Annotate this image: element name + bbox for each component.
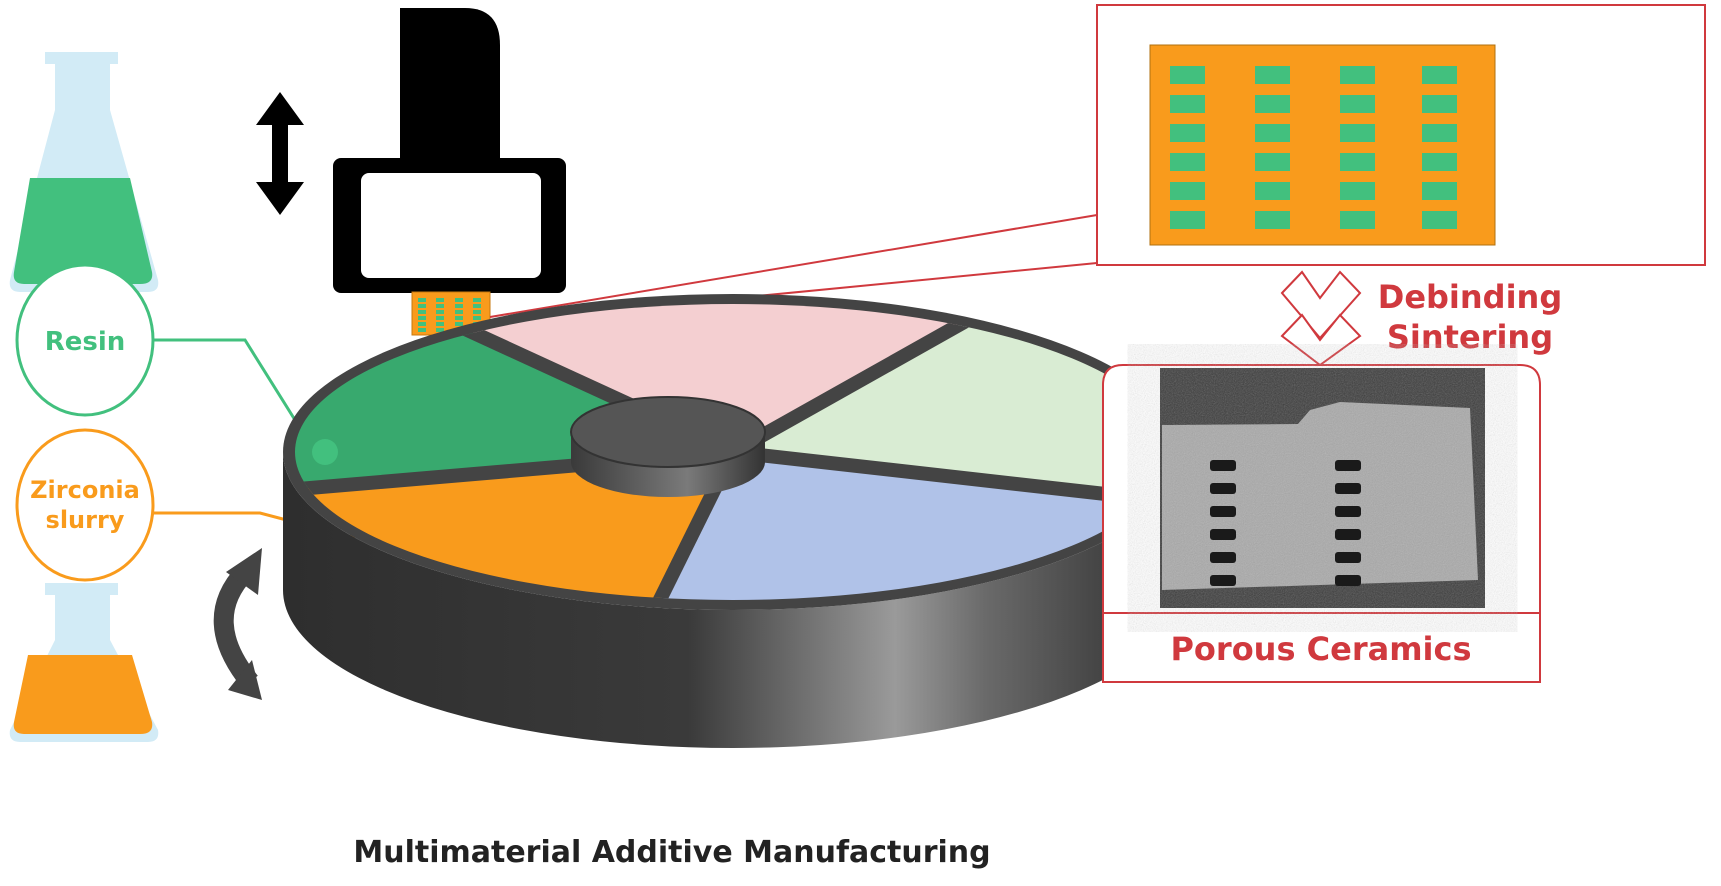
resin-channel-small	[436, 304, 444, 308]
process-chevron-icon	[1280, 270, 1362, 367]
pore	[1335, 483, 1361, 494]
resin-channel	[1340, 182, 1375, 200]
resin-channel	[1170, 182, 1205, 200]
resin-channel-small	[455, 310, 463, 314]
resin-channel-small	[455, 298, 463, 302]
resin-channel	[1422, 95, 1457, 113]
pore	[1210, 460, 1236, 471]
resin-channel	[1422, 124, 1457, 142]
resin-channel	[1170, 211, 1205, 229]
segment-blue	[639, 452, 1171, 600]
resin-channel	[1422, 211, 1457, 229]
zoomed-part-box	[1096, 4, 1706, 266]
resin-channel	[1170, 66, 1205, 84]
pore	[1210, 506, 1236, 517]
resin-channel	[1422, 66, 1457, 84]
resin-channel	[1255, 153, 1290, 171]
resin-channel	[1170, 95, 1205, 113]
pore	[1335, 506, 1361, 517]
resin-channel-small	[455, 304, 463, 308]
resin-channel-small	[436, 316, 444, 320]
resin-channel-small	[473, 310, 481, 314]
zirconia-text-1: Zirconia	[30, 476, 140, 504]
porous-ceramics-text: Porous Ceramics	[1170, 630, 1471, 668]
pore	[1210, 483, 1236, 494]
pore	[1210, 529, 1236, 540]
resin-channel-small	[418, 316, 426, 320]
resin-channel	[1340, 95, 1375, 113]
resin-channel-small	[436, 310, 444, 314]
center-hub	[570, 396, 766, 497]
resin-channel-small	[436, 298, 444, 302]
pore	[1335, 575, 1361, 586]
rotation-arrowhead-bottom	[228, 660, 262, 700]
pore	[1335, 460, 1361, 471]
resin-channel	[1170, 124, 1205, 142]
resin-marker-dot	[312, 439, 338, 465]
resin-channel-small	[436, 322, 444, 326]
resin-channel	[1422, 153, 1457, 171]
zirconia-text-2: slurry	[46, 506, 125, 534]
resin-channel-small	[455, 322, 463, 326]
print-head	[333, 8, 566, 336]
resin-channel-small	[418, 298, 426, 302]
segment-pink	[295, 304, 1167, 452]
rotation-arrowhead-top	[226, 548, 262, 595]
rotating-vat-platform	[283, 294, 1183, 748]
segment-lightgreen	[733, 304, 1171, 505]
pore	[1335, 552, 1361, 563]
resin-channel	[1255, 182, 1290, 200]
resin-channel	[1340, 153, 1375, 171]
porous-ceramics-box: Porous Ceramics	[1102, 364, 1541, 683]
zirconia-flask	[9, 583, 159, 742]
zoom-line-top	[489, 214, 1098, 318]
pore	[1335, 529, 1361, 540]
resin-channel	[1255, 124, 1290, 142]
resin-channel	[1255, 95, 1290, 113]
rotation-arrow-icon	[213, 565, 258, 689]
resin-text: Resin	[45, 327, 126, 357]
resin-channel-small	[455, 316, 463, 320]
resin-channels	[1170, 66, 1457, 229]
segment-orange	[295, 452, 733, 600]
resin-leader-line	[153, 338, 317, 453]
resin-channel	[1422, 182, 1457, 200]
resin-channel	[1340, 211, 1375, 229]
resin-channel-small	[473, 298, 481, 302]
resin-channel	[1340, 124, 1375, 142]
vertical-move-arrow-icon	[256, 92, 304, 215]
resin-flask	[9, 52, 159, 292]
resin-channel-small	[418, 322, 426, 326]
resin-channel-small	[418, 328, 426, 332]
resin-channel-small	[473, 316, 481, 320]
pore	[1210, 575, 1236, 586]
pore	[1210, 552, 1236, 563]
debinding-text: Debinding	[1378, 278, 1562, 316]
diagram-title: Multimaterial Additive Manufacturing	[353, 835, 990, 870]
resin-channel	[1255, 211, 1290, 229]
resin-channel-small	[418, 310, 426, 314]
resin-channel-small	[418, 304, 426, 308]
resin-channel-small	[473, 304, 481, 308]
resin-channel	[1340, 66, 1375, 84]
resin-label: Resin	[15, 263, 317, 453]
resin-channel	[1255, 66, 1290, 84]
sem-image	[1160, 368, 1485, 608]
sintering-text: Sintering	[1387, 318, 1553, 356]
resin-channel-small	[436, 328, 444, 332]
resin-channel	[1170, 153, 1205, 171]
